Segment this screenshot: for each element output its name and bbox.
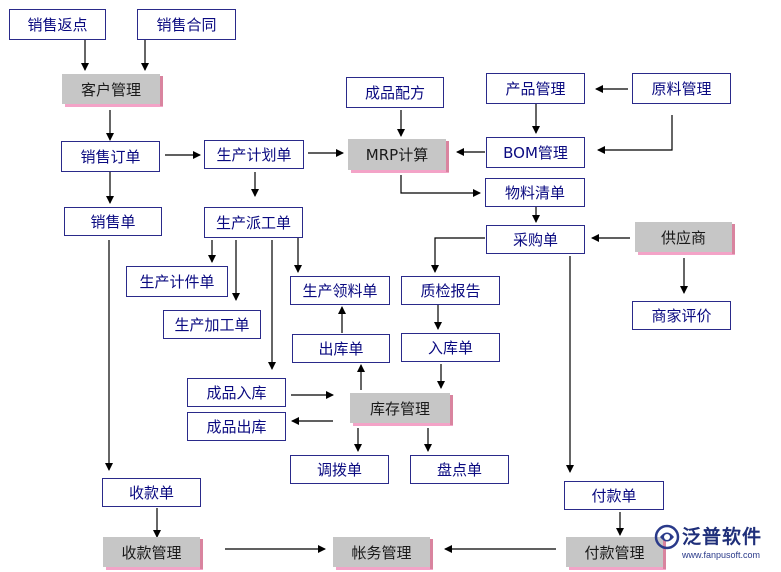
logo-url: www.fanpusoft.com xyxy=(682,550,761,560)
node-finished-goods-in: 成品入库 xyxy=(187,378,286,407)
node-payment-slip: 付款单 xyxy=(564,481,664,510)
node-bom-management: BOM管理 xyxy=(486,137,585,168)
node-receipt-management: 收款管理 xyxy=(103,537,203,569)
node-inventory-management: 库存管理 xyxy=(350,393,453,425)
node-sales-rebate: 销售返点 xyxy=(9,9,106,40)
node-vendor-rating: 商家评价 xyxy=(632,301,731,330)
arrow-material-to-bom xyxy=(597,115,673,154)
node-bill-of-materials: 物料清单 xyxy=(485,178,585,207)
node-supplier: 供应商 xyxy=(635,222,735,254)
company-logo: 泛普软件 www.fanpusoft.com xyxy=(652,520,778,566)
arrow-mrp-to-bom-list xyxy=(400,175,481,197)
logo-name: 泛普软件 xyxy=(682,526,763,548)
node-outbound-order: 出库单 xyxy=(292,334,390,363)
node-processing-order: 生产加工单 xyxy=(163,310,261,339)
node-accounts-management: 帐务管理 xyxy=(333,537,433,569)
node-transfer-order: 调拨单 xyxy=(290,455,389,484)
node-requisition-order: 生产领料单 xyxy=(290,276,390,305)
node-dispatch-order: 生产派工单 xyxy=(204,207,303,238)
node-production-plan: 生产计划单 xyxy=(204,140,304,169)
node-product-formula: 成品配方 xyxy=(346,77,444,108)
node-sales-order: 销售订单 xyxy=(61,141,160,172)
node-customer-management: 客户管理 xyxy=(62,74,163,106)
node-sales-slip: 销售单 xyxy=(64,207,162,236)
node-inbound-order: 入库单 xyxy=(401,333,500,362)
node-qc-report: 质检报告 xyxy=(401,276,500,305)
node-sales-contract: 销售合同 xyxy=(137,9,236,40)
logo-swirl-icon xyxy=(654,524,680,550)
arrow-purchase-to-qc xyxy=(431,237,485,273)
node-material-management: 原料管理 xyxy=(632,73,731,104)
node-piecework-order: 生产计件单 xyxy=(126,266,228,297)
node-mrp-calculation: MRP计算 xyxy=(348,139,449,172)
node-stocktake-order: 盘点单 xyxy=(410,455,509,484)
node-product-management: 产品管理 xyxy=(486,73,585,104)
node-finished-goods-out: 成品出库 xyxy=(187,412,286,441)
node-payment-management: 付款管理 xyxy=(566,537,666,569)
node-purchase-order: 采购单 xyxy=(486,225,585,254)
node-receipt-slip: 收款单 xyxy=(102,478,201,507)
